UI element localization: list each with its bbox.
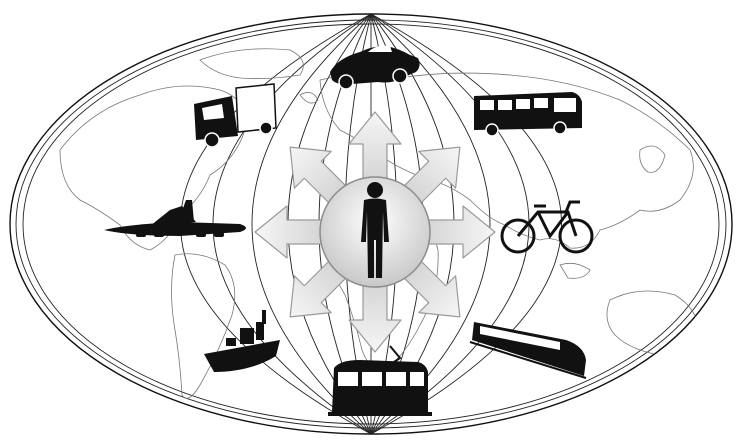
arrow-sw [289, 258, 349, 318]
airplane-icon [104, 200, 246, 237]
sports-car-icon [330, 45, 420, 90]
arrow-n [348, 111, 402, 183]
tram-icon [328, 345, 432, 416]
arrow-s [348, 281, 402, 353]
arrow-w [254, 205, 326, 259]
arrow-e [424, 205, 496, 259]
arrow-se [401, 258, 461, 318]
truck-icon [194, 83, 277, 148]
central-hub [319, 176, 431, 288]
person-icon [361, 182, 389, 278]
bicycle-icon [500, 200, 594, 254]
direction-arrows [254, 111, 496, 353]
arrow-ne [401, 146, 461, 206]
high-speed-train-icon [469, 322, 587, 379]
arrow-nw [289, 146, 349, 206]
bus-icon [474, 92, 582, 137]
cargo-ship-icon [204, 310, 280, 372]
